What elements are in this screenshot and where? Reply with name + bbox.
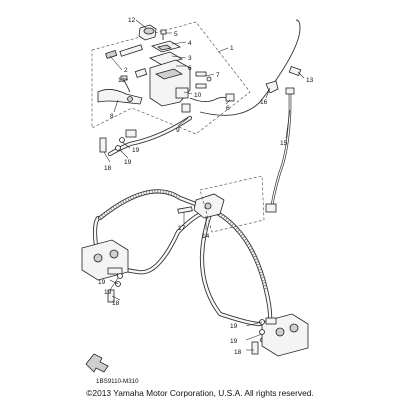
brake-lever [97,89,143,105]
callout-19-upper-a: 19 [124,159,132,166]
callout-9: 9 [176,127,180,134]
diaphragm [149,51,183,66]
callout-13: 13 [306,77,314,84]
front-direction-arrow [85,353,109,373]
callout-1: 1 [230,45,234,52]
callout-19-right-b: 19 [230,338,238,345]
callout-7: 7 [216,72,220,79]
master-cylinder-group [91,21,251,135]
cap-screw [160,29,167,40]
callout-18-right: 18 [234,349,242,356]
diagram-reference-code: 1BS9110-M310 [96,378,139,385]
callout-6b: 6 [226,105,230,112]
piston-kit [105,44,148,78]
callout-3: 3 [188,55,192,62]
callout-5: 5 [174,31,178,38]
callout-19-left-a: 19 [98,279,106,286]
callout-19-left-b: 19 [104,289,112,296]
brake-switch [189,93,235,103]
caliper-right [261,313,309,357]
callout-14: 14 [202,233,210,240]
callout-6: 6 [188,65,192,72]
callout-16: 16 [260,99,268,106]
callout-19-upper-b: 19 [132,147,140,154]
callout-15: 15 [280,140,288,147]
brake-hose-upper [107,115,193,157]
callout-12: 12 [128,17,136,24]
bracket-bolts [195,71,212,89]
union-bolt-upper [99,137,125,153]
callout-18-upper: 18 [104,165,112,172]
callout-labels: 12 5 4 1 2 3 6 11 7 10 8 6 9 13 16 15 14… [98,17,314,356]
callout-8: 8 [110,113,114,120]
three-way-joint [177,175,265,233]
master-cylinder-body [149,59,191,113]
brake-cable [199,19,302,116]
reservoir-cap [138,24,157,41]
leader-lines [103,19,305,351]
reservoir-plate [150,40,182,53]
brake-pipe [265,87,295,213]
copyright-notice: ©2013 Yamaha Motor Corporation, U.S.A. A… [86,388,313,398]
callout-10: 10 [194,92,202,99]
caliper-left [81,239,129,281]
callout-19-right-a: 19 [230,323,238,330]
callout-2: 2 [124,67,128,74]
callout-11: 11 [118,77,125,84]
callout-17: 17 [178,225,186,232]
callout-18-left: 18 [112,300,120,307]
callout-4: 4 [188,40,192,47]
